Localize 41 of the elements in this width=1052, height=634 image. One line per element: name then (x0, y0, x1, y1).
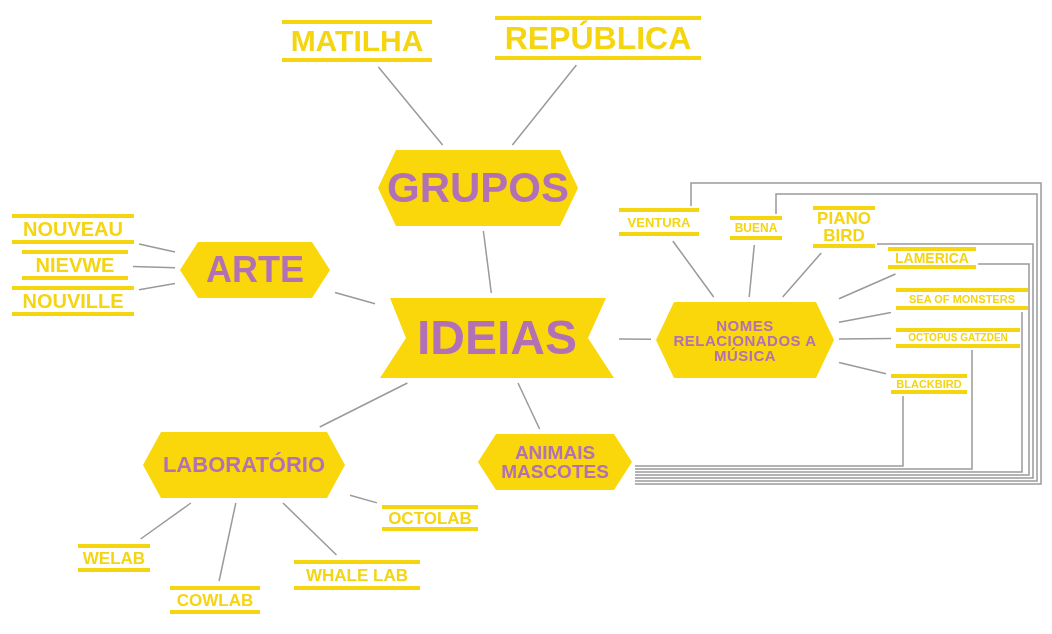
connector-line (838, 337, 892, 340)
connector-line (349, 494, 378, 504)
topic-label: PIANO BIRD (813, 206, 875, 248)
topic-label: WELAB (78, 544, 150, 572)
topic-label: NIEVWE (22, 250, 128, 280)
topic-label: BUENA (730, 216, 782, 240)
topic-label: SEA OF MONSTERS (896, 288, 1028, 310)
connector-line (318, 382, 409, 428)
connector-line (517, 382, 541, 430)
topic-label: NOUVEAU (12, 214, 134, 244)
topic-label: MATILHA (282, 20, 432, 62)
connector-line (838, 311, 892, 323)
connector-line (634, 349, 973, 470)
connector-line (218, 502, 237, 582)
connector-line (781, 252, 822, 298)
connector-line (838, 361, 887, 375)
connector-line (838, 273, 897, 300)
topic-label: WHALE LAB (294, 560, 420, 590)
topic-label: OCTOPUS GATZDEN (896, 328, 1020, 348)
central-banner-node: IDEIAS (380, 298, 614, 378)
topic-label: LAMERICA (888, 247, 976, 269)
topic-label: COWLAB (170, 586, 260, 614)
connector-line (377, 66, 444, 146)
connector-line (132, 265, 176, 269)
connector-line (482, 230, 493, 294)
connector-line (138, 282, 176, 291)
connector-line (748, 244, 756, 298)
topic-label: OCTOLAB (382, 505, 478, 531)
connector-line (139, 502, 192, 540)
connector-line (282, 502, 338, 556)
connector-line (634, 395, 904, 467)
connector-line (618, 338, 652, 340)
topic-label: REPÚBLICA (495, 16, 701, 60)
connector-line (334, 291, 376, 305)
connector-line (672, 240, 715, 298)
connector-line (511, 64, 578, 146)
connector-line (634, 311, 1023, 473)
topic-label: VENTURA (619, 208, 699, 236)
topic-label: BLACKBIRD (891, 374, 967, 394)
connector-line (138, 243, 176, 253)
topic-label: NOUVILLE (12, 286, 134, 316)
